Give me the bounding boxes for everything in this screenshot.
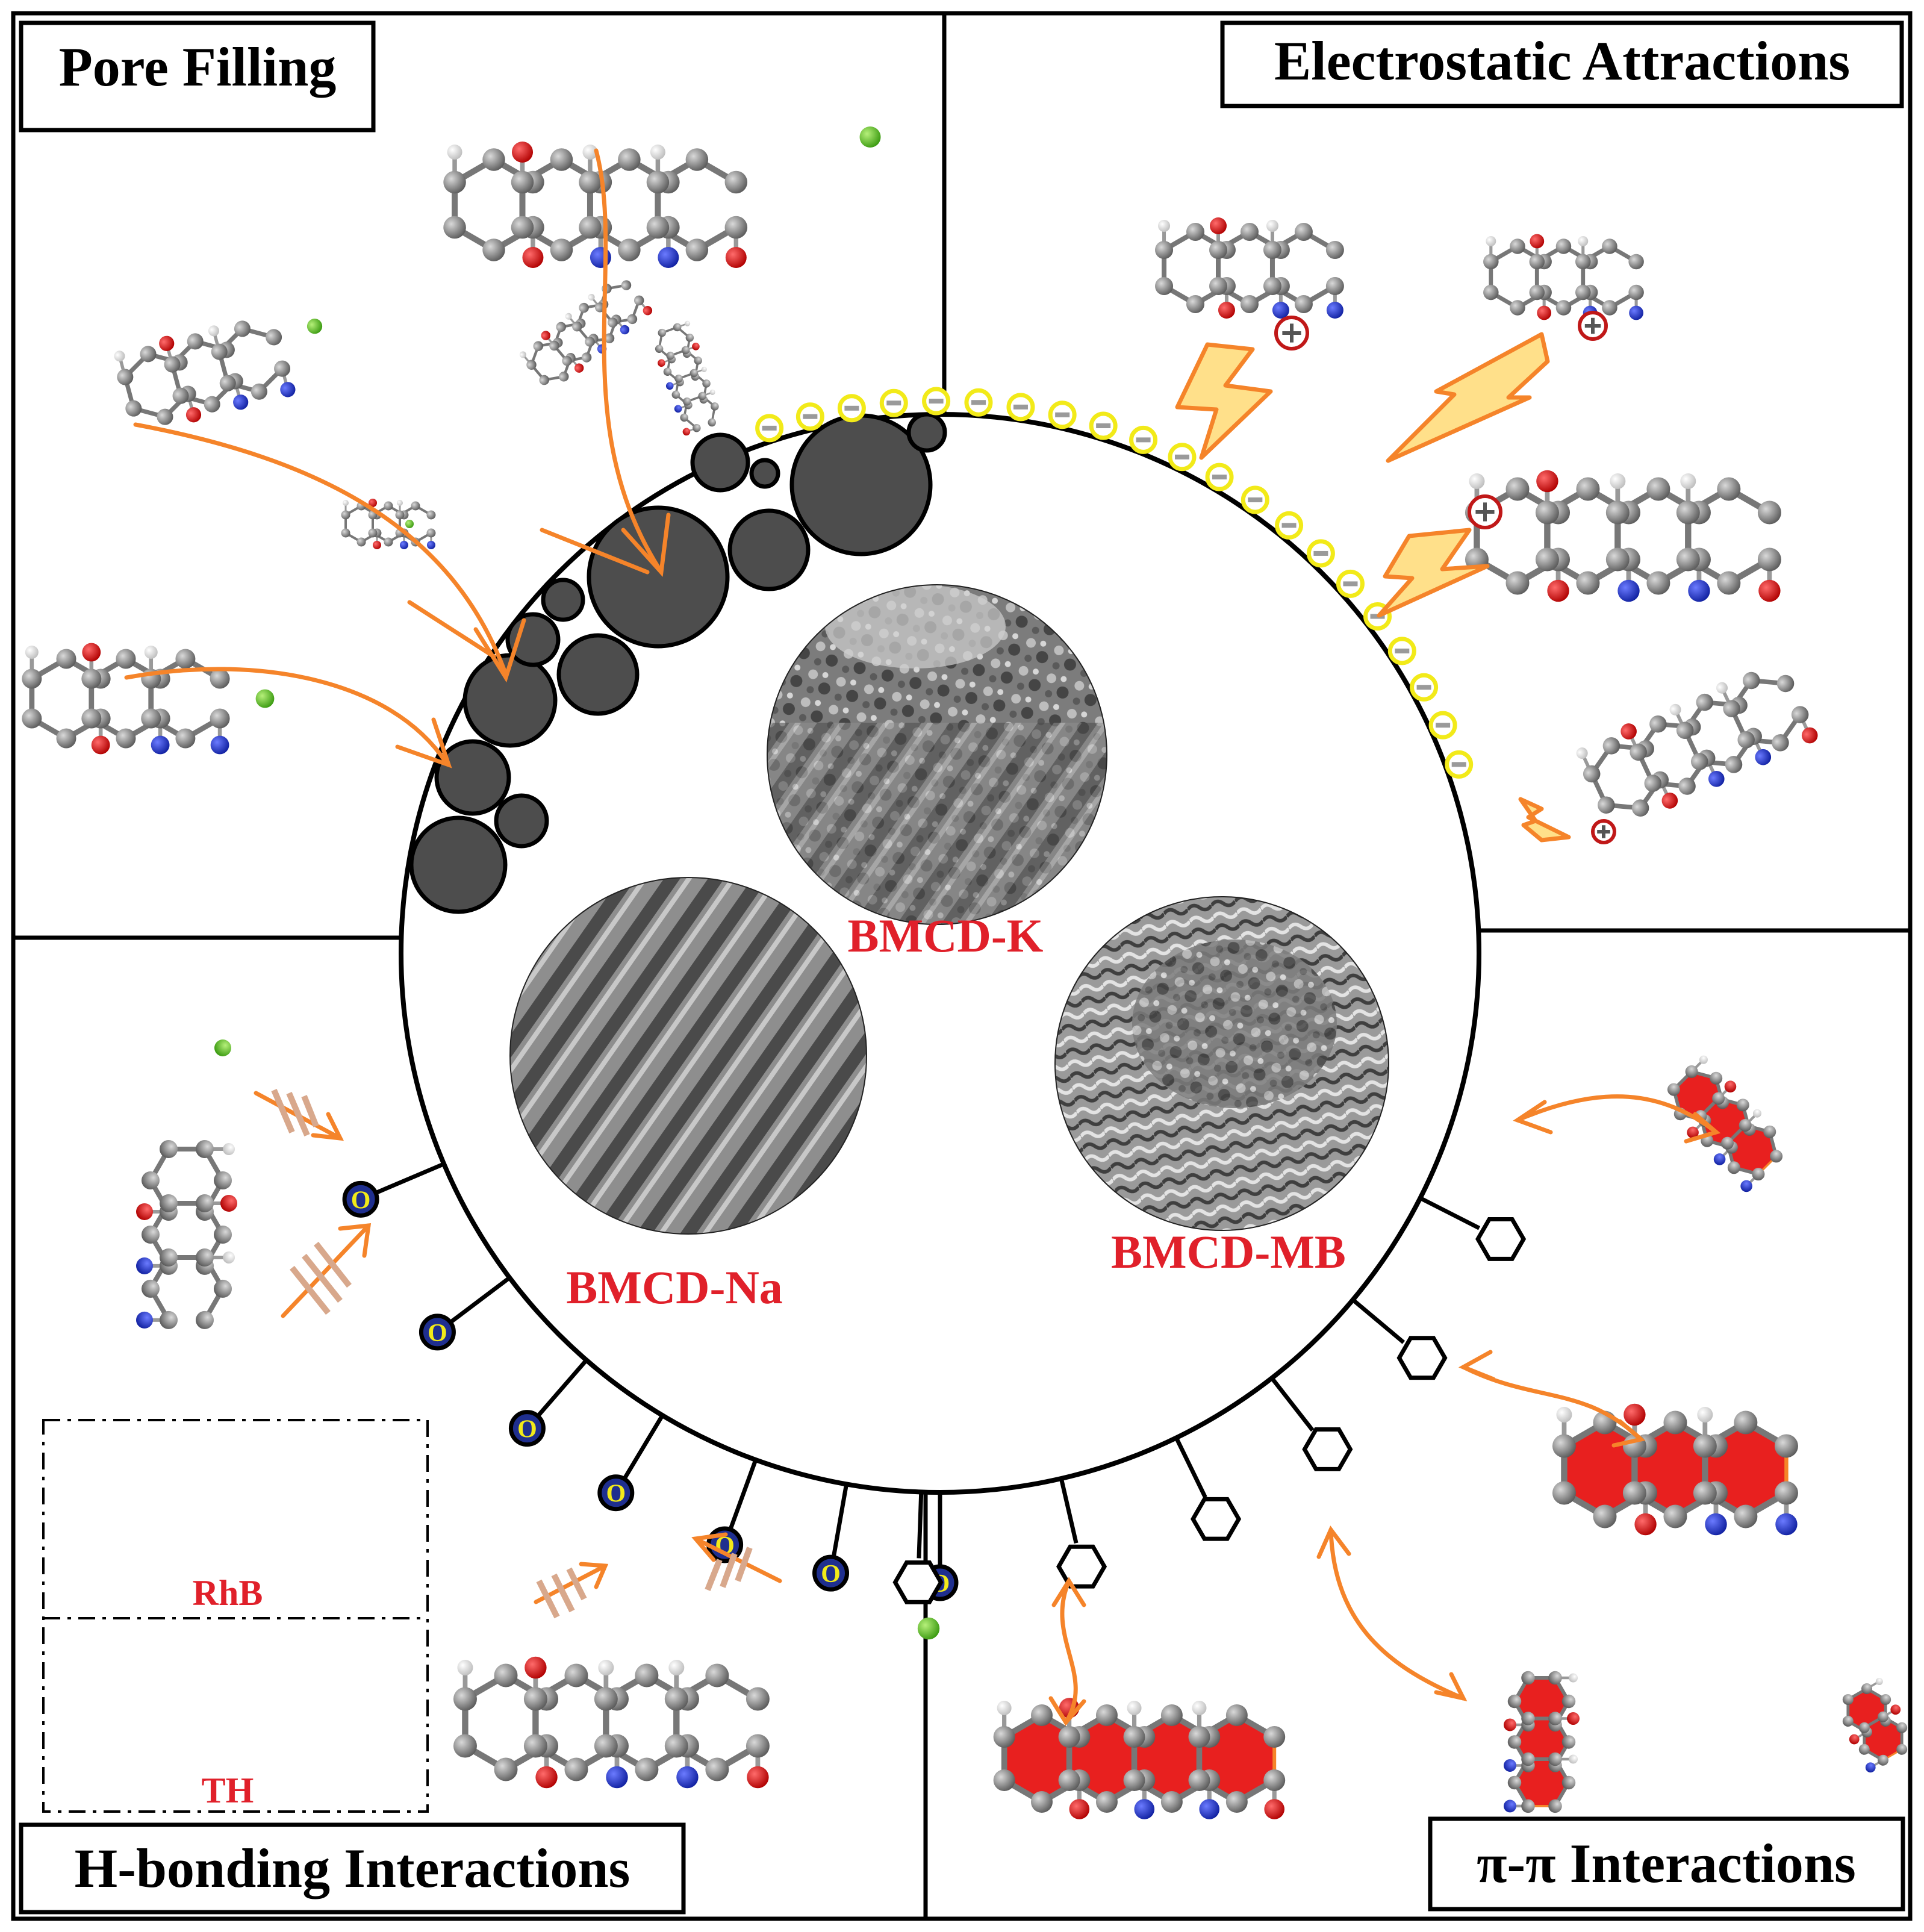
molecule [341,499,436,549]
oxygen-group: O [342,1162,445,1218]
title-pi-pi: π-π Interactions [1428,1816,1905,1912]
pore-cluster [409,412,947,914]
benzene-group [1351,1298,1448,1380]
oxygen-group: O [597,1414,665,1512]
sem-label-bmcd-mb: BMCD-MB [1111,1226,1346,1278]
negative-charge [1048,400,1077,429]
negative-charge [837,394,866,423]
oxygen-label: O [606,1480,626,1508]
negative-charge [755,414,784,443]
benzene-group [1419,1196,1527,1261]
oxygen-label: O [351,1186,371,1214]
pi-pi-arrows [1048,1094,1721,1726]
molecule [1155,217,1344,319]
negative-charge [1387,637,1416,665]
benzene-group [1270,1377,1353,1471]
oxygen-group: O [706,1459,758,1563]
legend-th-label: TH [202,1771,254,1810]
negative-charge [879,388,908,417]
molecule [443,126,881,268]
negative-charge [1428,711,1457,740]
positive-charges [1274,311,1616,844]
sem-label-bmcd-k: BMCD-K [848,909,1044,962]
molecule [453,1617,940,1789]
title-h-bonding-text: H-bonding Interactions [75,1837,630,1899]
molecule [1576,672,1818,817]
sem-image-bmcd-na [510,877,867,1234]
pore-filling-arrows [124,148,671,768]
molecule [1842,1677,1908,1773]
oxygen-label: O [428,1320,447,1347]
negative-charge [964,388,993,417]
negative-charge [795,402,824,431]
lightning-bolts [1175,332,1571,843]
negative-charge [1275,511,1304,540]
negative-charge [1205,463,1234,491]
title-pi-pi-text: π-π Interactions [1477,1833,1856,1894]
molecule [1552,1403,1798,1536]
negative-charge [1336,569,1365,598]
oxygen-functional-groups: OOOOOOO [342,1162,959,1601]
negative-charge [1410,673,1439,702]
negative-charge [1306,539,1335,568]
molecule [1504,1671,1580,1813]
sem-image-bmcd-k [767,585,1107,924]
oxygen-label: O [517,1416,537,1444]
molecule [114,319,323,425]
benzene-group [1056,1478,1107,1589]
h-bond-hatch-marks [271,1089,753,1619]
positive-charge [1591,819,1616,844]
positive-charge [1468,494,1502,529]
molecule [1465,470,1781,602]
negative-charge [1129,425,1158,454]
positive-charge [1578,311,1608,341]
title-pore-filling: Pore Filling [19,20,376,132]
sem-image-bmcd-mb [1055,897,1389,1230]
positive-charge [1274,316,1309,351]
title-pore-filling-text: Pore Filling [59,36,337,98]
molecule [993,1698,1286,1819]
benzene-group [892,1492,944,1604]
title-electrostatic: Electrostatic Attractions [1220,20,1904,108]
negative-charge [1445,750,1474,779]
title-electrostatic-text: Electrostatic Attractions [1274,30,1850,92]
oxygen-label: O [821,1560,841,1588]
oxygen-group: O [419,1276,511,1351]
molecule [519,280,653,385]
oxygen-group: O [508,1359,588,1447]
molecule [655,320,719,436]
molecule [136,1039,237,1329]
negative-charge [922,387,951,416]
legend-rhb-label: RhB [193,1573,263,1613]
benzene-group [1174,1436,1242,1541]
molecule-legend: RhB TH [42,1419,429,1813]
negative-charge [1168,443,1197,472]
molecule [1483,234,1644,320]
negative-charge [1089,411,1118,440]
negative-charge [1006,393,1035,422]
title-h-bonding: H-bonding Interactions [19,1822,686,1915]
molecule [1667,1055,1783,1192]
molecule [22,643,275,755]
negative-charge [1241,485,1269,514]
sem-label-bmcd-na: BMCD-Na [566,1261,783,1313]
oxygen-group: O [812,1483,850,1592]
benzene-functional-groups [892,1196,1527,1604]
